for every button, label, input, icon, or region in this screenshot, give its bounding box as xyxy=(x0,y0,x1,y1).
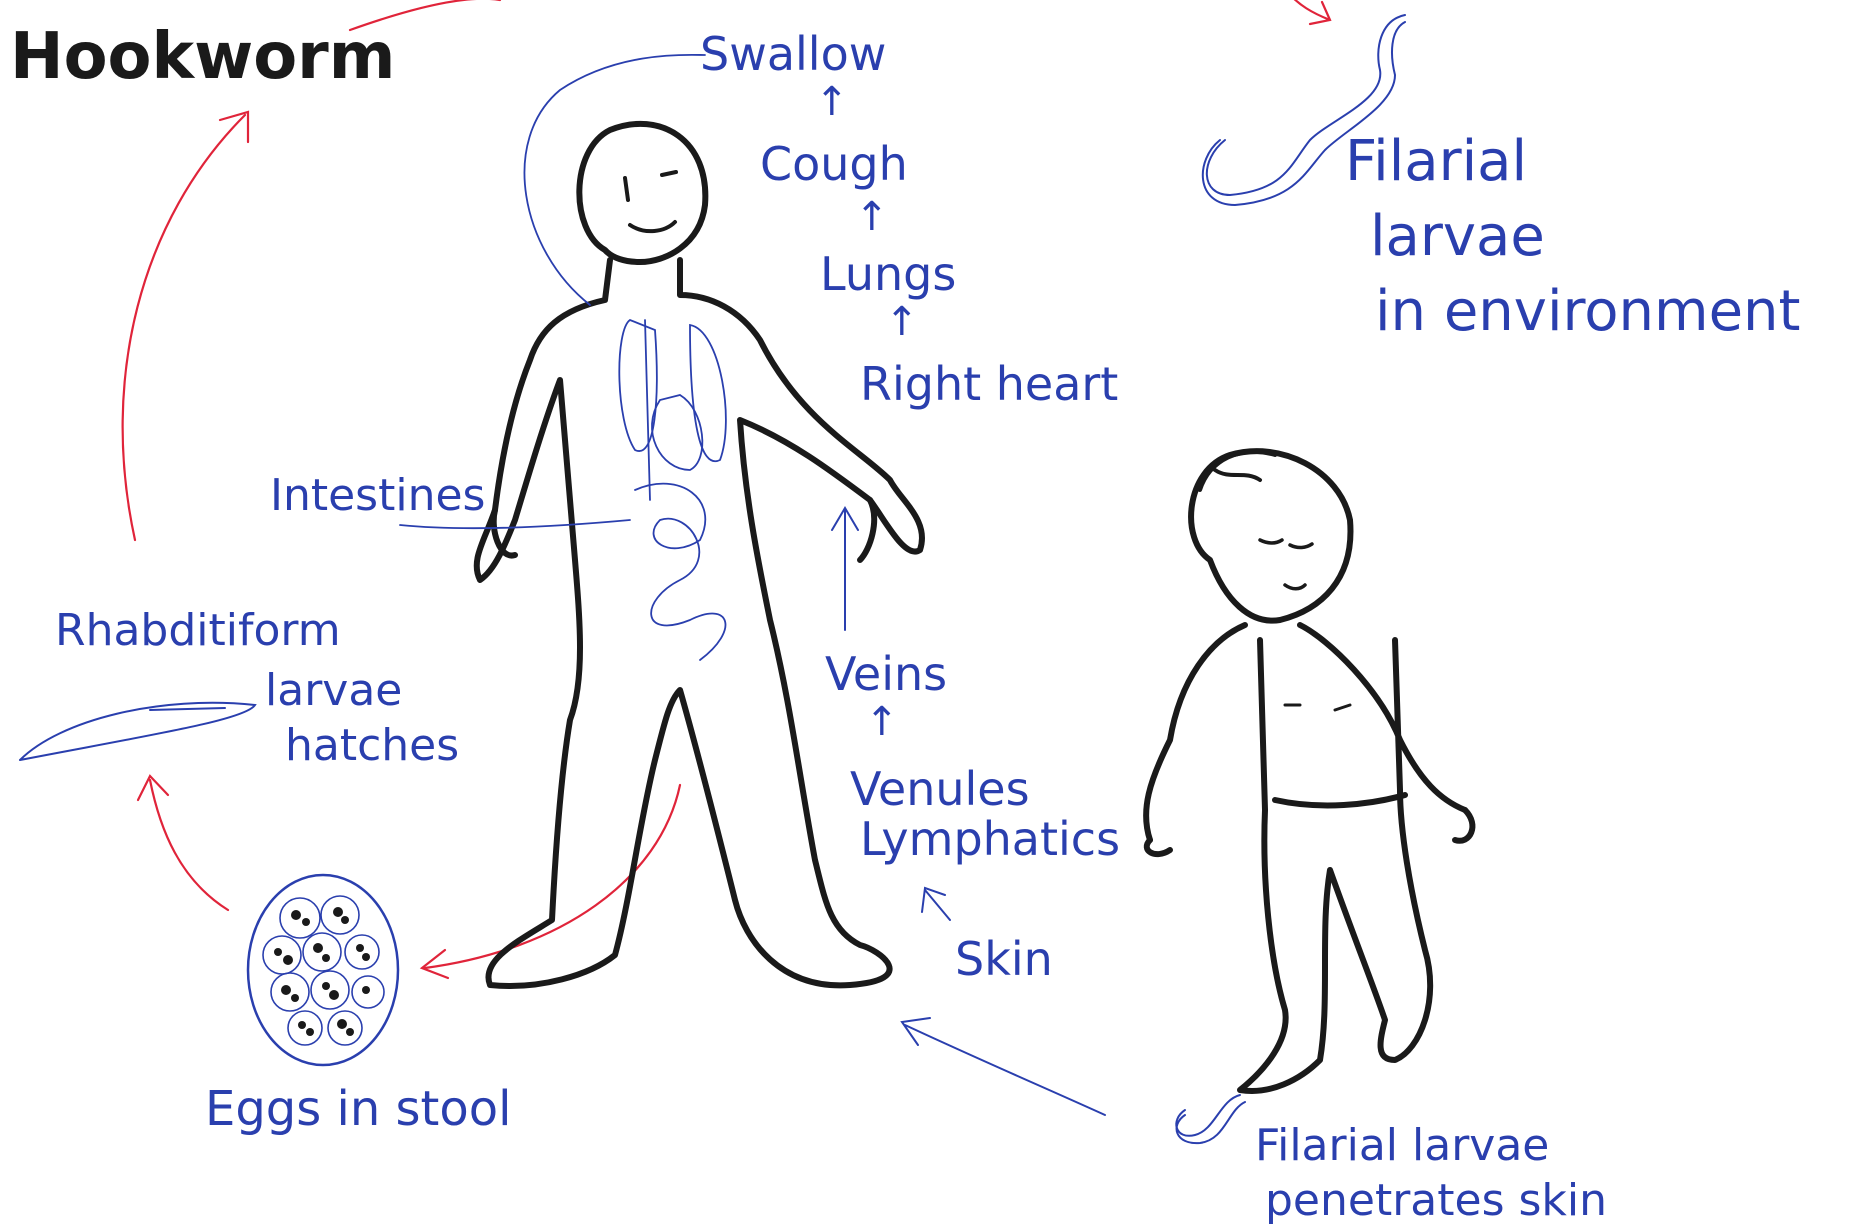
label-rhabditiform: Rhabditiform xyxy=(55,605,341,656)
label-rhabditiform-larvae: larvae xyxy=(265,665,402,716)
arrow-rhabditiform-to-title xyxy=(123,115,245,540)
arrow-up-4: ↑ xyxy=(865,699,899,745)
label-cough: Cough xyxy=(760,137,908,191)
child-left-hand xyxy=(1147,840,1170,854)
arrow-head-top-right xyxy=(1290,0,1330,24)
penetrates-text: Filarial larvae penetrates skin xyxy=(1255,1120,1607,1226)
lungs xyxy=(619,320,726,461)
label-filarial-larvae-penetrates: Filarial larvae xyxy=(1255,1120,1549,1171)
label-skin: Skin xyxy=(955,932,1053,986)
label-swallow: Swallow xyxy=(700,27,886,81)
adult-body-outline xyxy=(477,260,922,986)
arrow-penetrates-to-foot xyxy=(902,1018,1105,1115)
title: Hookworm xyxy=(10,20,395,94)
migration-path xyxy=(400,55,726,660)
label-rhabditiform-hatches: hatches xyxy=(285,720,459,771)
label-in-environment: in environment xyxy=(1375,279,1801,344)
label-right-heart: Right heart xyxy=(860,357,1118,411)
arrow-to-lymphatics xyxy=(922,888,950,920)
child-hair xyxy=(1200,452,1275,490)
child-shorts-line xyxy=(1275,795,1405,805)
penetrating-larva xyxy=(1176,1095,1245,1143)
adult-head xyxy=(579,124,705,262)
egg-cluster xyxy=(248,875,398,1065)
rhabditiform-text: Rhabditiform larvae hatches xyxy=(55,605,459,771)
child-head xyxy=(1191,451,1350,621)
label-intestines: Intestines xyxy=(270,470,485,521)
label-filarial-larvae: larvae xyxy=(1370,204,1545,269)
adult-right-hand xyxy=(860,500,874,560)
filarial-environment-text: Filarial larvae in environment xyxy=(1345,129,1801,344)
arrow-up-to-right-heart xyxy=(832,508,858,630)
arrow-up-1: ↑ xyxy=(815,79,849,125)
intestines xyxy=(635,484,725,660)
arrow-up-3: ↑ xyxy=(885,299,919,345)
arrow-up-2: ↑ xyxy=(855,194,889,240)
child-body xyxy=(1146,625,1465,1091)
rhabditiform-larva xyxy=(20,703,255,760)
label-lymphatics: Lymphatics xyxy=(860,812,1120,866)
child-right-hand xyxy=(1455,810,1472,841)
label-veins: Veins xyxy=(825,647,947,701)
label-venules: Venules xyxy=(850,762,1030,816)
heart xyxy=(652,395,702,470)
esophagus xyxy=(645,320,650,500)
migration-labels: Swallow ↑ Cough ↑ Lungs ↑ Right heart In… xyxy=(270,27,1120,986)
arrow-eggs-to-rhabditiform xyxy=(150,780,228,910)
label-eggs-in-stool: Eggs in stool xyxy=(205,1081,511,1137)
label-lungs: Lungs xyxy=(820,247,956,301)
label-penetrates-skin: penetrates skin xyxy=(1265,1175,1607,1226)
label-filarial: Filarial xyxy=(1345,129,1527,194)
adult-face xyxy=(625,172,676,231)
